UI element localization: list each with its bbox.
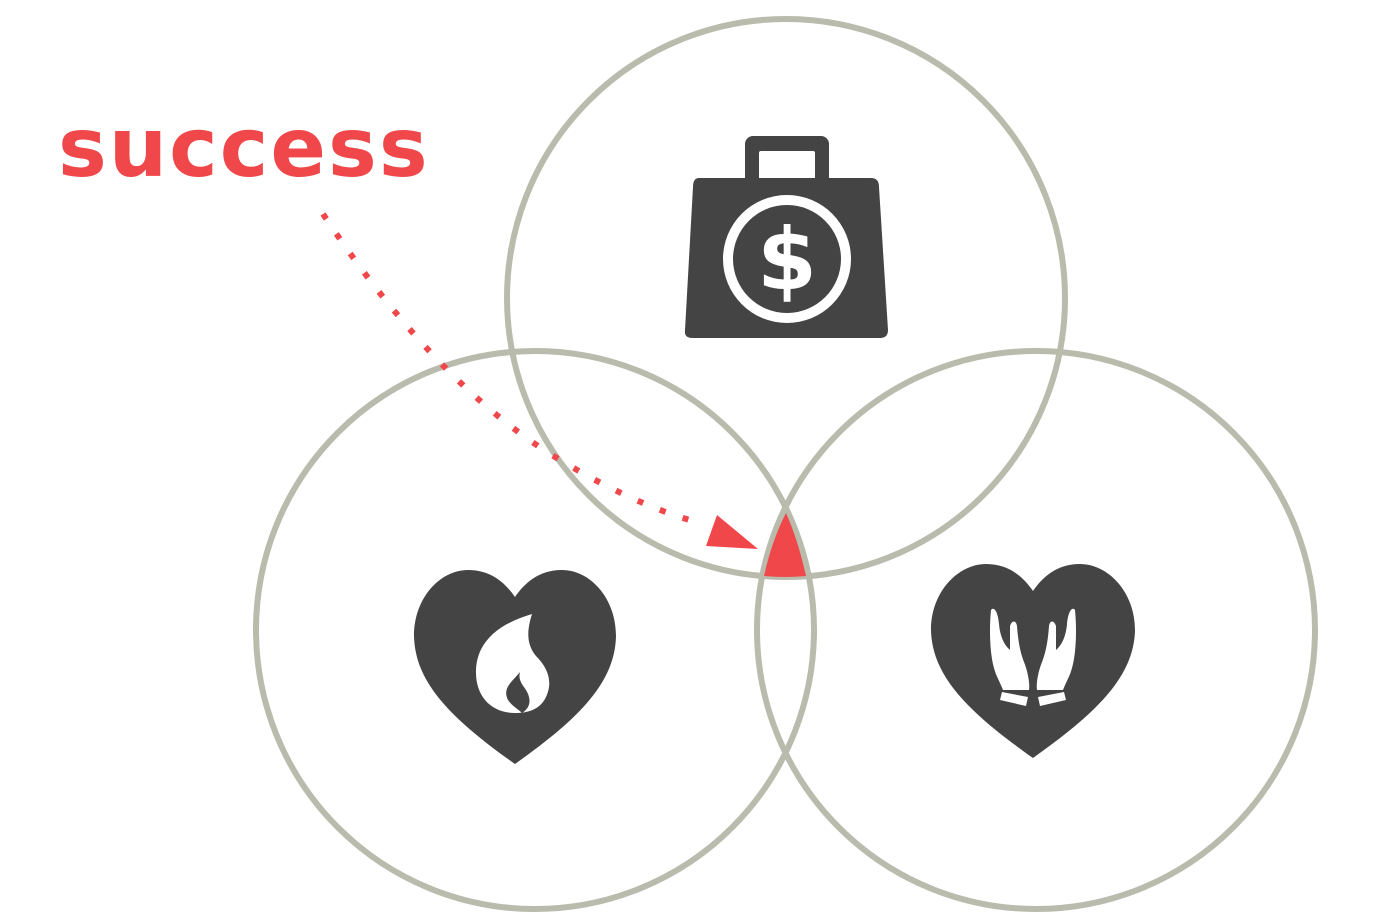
svg-text:$: $ [757, 210, 817, 310]
arrowhead [706, 515, 758, 549]
heart-flame-icon [414, 570, 616, 764]
money-bag-icon: $ [684, 136, 888, 338]
purpose-circle [754, 348, 1318, 912]
success-label: success [58, 101, 430, 196]
passion-circle [253, 348, 817, 912]
heart-hands-icon [931, 564, 1135, 758]
intersection-highlight [764, 513, 806, 577]
money-circle [504, 16, 1068, 580]
